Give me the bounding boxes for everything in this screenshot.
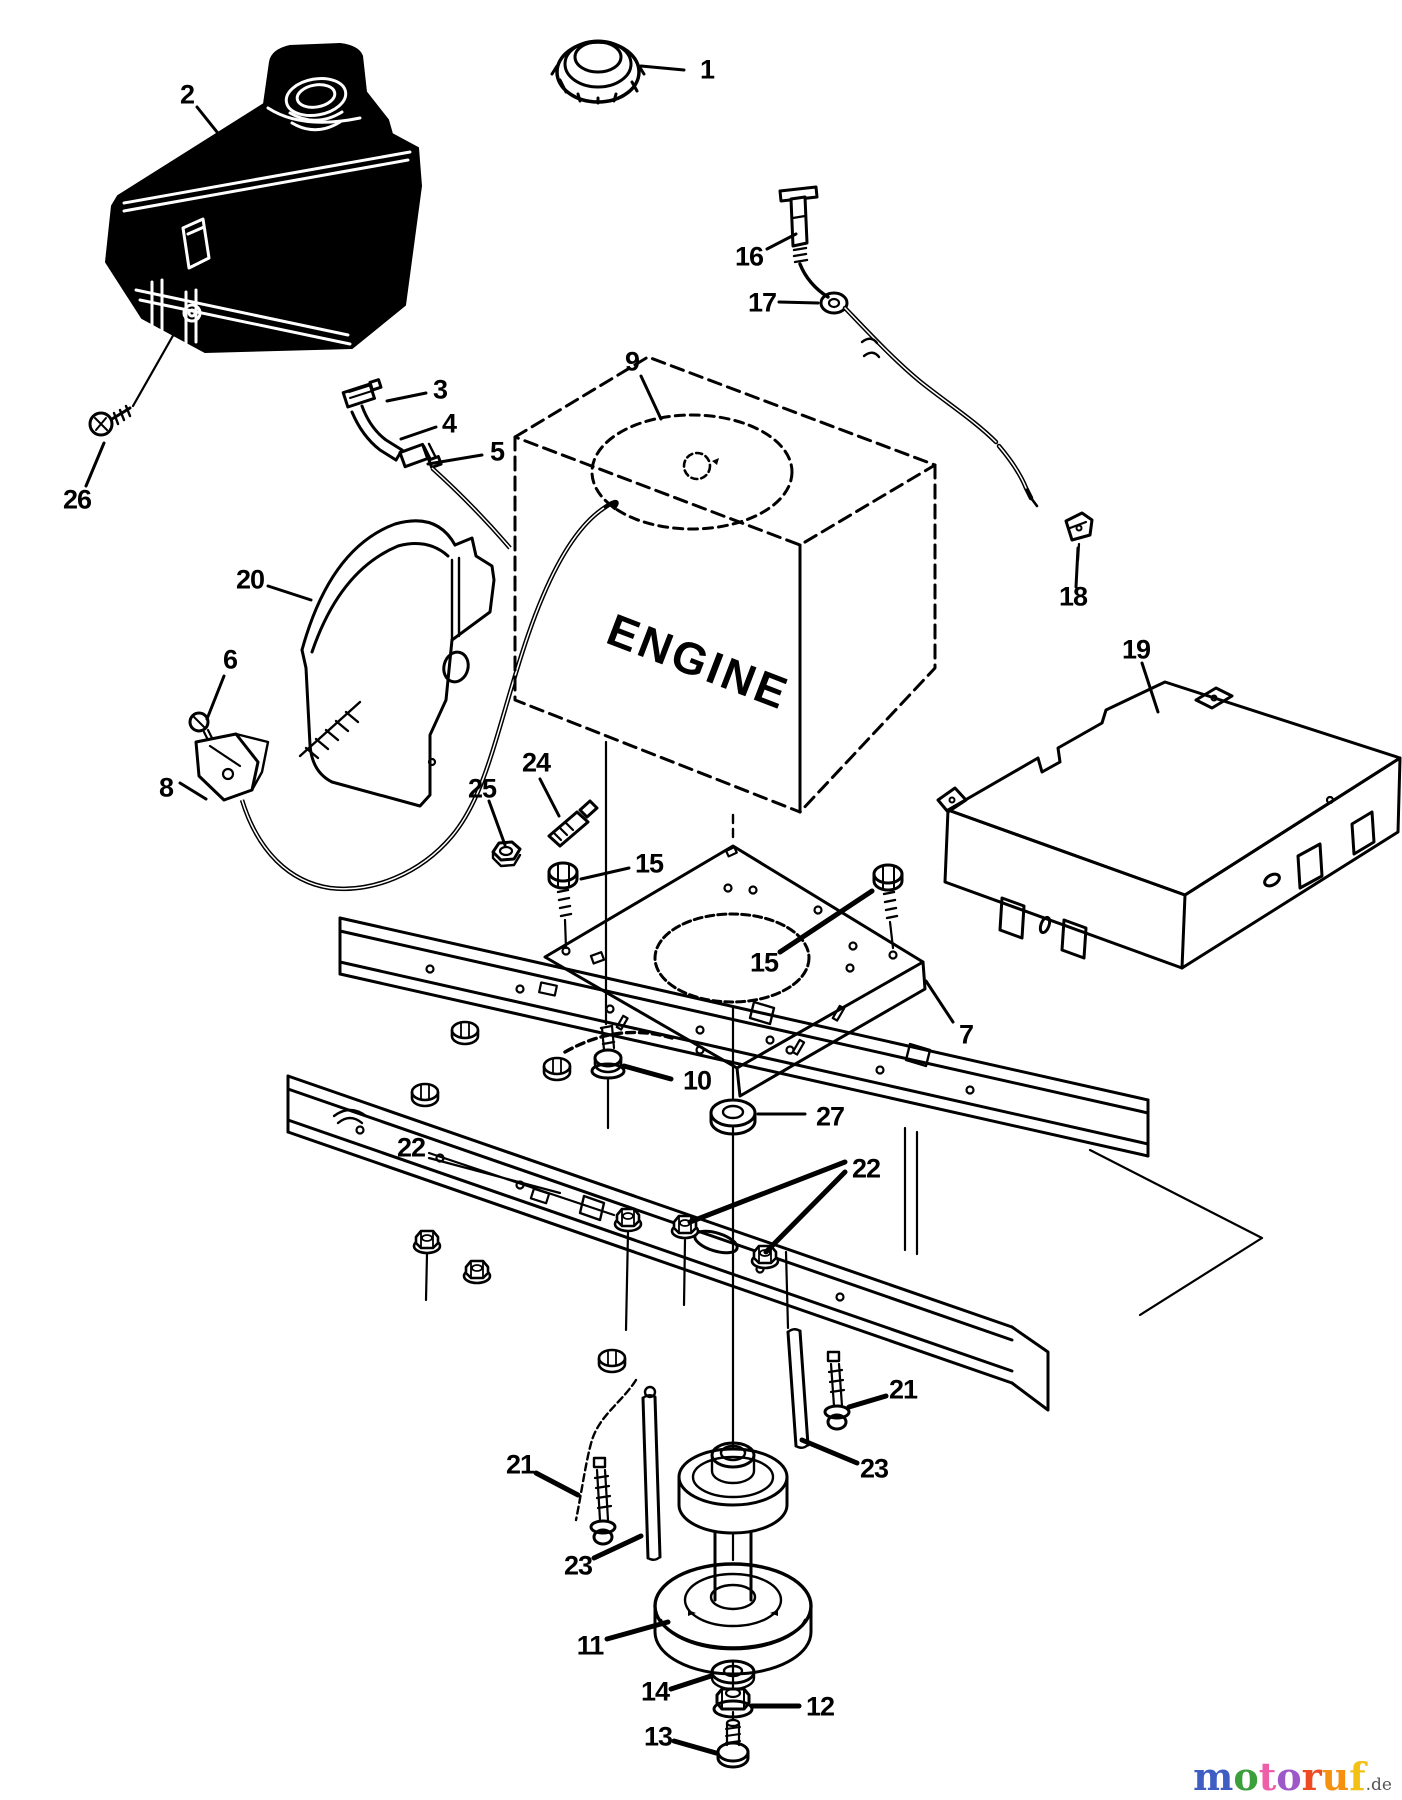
callout-4: 4 bbox=[441, 408, 457, 439]
wiring-squiggle bbox=[574, 1378, 638, 1522]
leader-26 bbox=[84, 441, 106, 488]
callout-15-left: 15 bbox=[634, 848, 664, 879]
leader-24 bbox=[538, 777, 561, 818]
throttle-cable bbox=[239, 499, 619, 892]
leader-8 bbox=[178, 781, 208, 801]
callout-20: 20 bbox=[235, 564, 265, 595]
callout-3: 3 bbox=[432, 374, 448, 405]
callout-17: 17 bbox=[747, 287, 777, 318]
leader-18 bbox=[1074, 546, 1080, 589]
leader-22l bbox=[427, 1151, 616, 1217]
callout-18: 18 bbox=[1058, 581, 1088, 612]
tank-screw bbox=[88, 316, 185, 437]
watermark-word: motoruf bbox=[1193, 1754, 1366, 1799]
engine-box: ENGINE bbox=[513, 355, 937, 844]
callout-22-left: 22 bbox=[396, 1132, 426, 1163]
leader-10 bbox=[621, 1063, 674, 1082]
leader-11 bbox=[604, 1619, 671, 1642]
callout-11: 11 bbox=[576, 1630, 605, 1661]
mounting-plate bbox=[543, 844, 927, 1098]
callout-27: 27 bbox=[815, 1101, 845, 1132]
watermark-logo: motoruf.de bbox=[1193, 1758, 1392, 1796]
leader-2 bbox=[195, 105, 235, 154]
leader-7 bbox=[924, 979, 955, 1024]
leader-1 bbox=[639, 64, 686, 72]
throttle-lever bbox=[188, 700, 362, 802]
mount-bolt-left bbox=[547, 861, 579, 950]
nut-25 bbox=[491, 840, 522, 868]
callout-9: 9 bbox=[624, 346, 640, 377]
bolt-21-right bbox=[823, 1350, 851, 1431]
bolt-21-left bbox=[589, 1456, 617, 1546]
leader-23r bbox=[799, 1437, 860, 1466]
heat-shield bbox=[936, 680, 1402, 970]
fuel-tank bbox=[104, 42, 423, 354]
leader-17 bbox=[777, 300, 820, 305]
callout-21-right: 21 bbox=[888, 1374, 918, 1405]
pulley-stack bbox=[653, 1441, 813, 1769]
leader-25 bbox=[487, 799, 507, 847]
callout-5: 5 bbox=[489, 436, 505, 467]
callout-10: 10 bbox=[682, 1065, 712, 1096]
leader-13 bbox=[671, 1738, 719, 1756]
callout-13: 13 bbox=[643, 1721, 673, 1752]
leader-19 bbox=[1140, 661, 1160, 714]
watermark-suffix: .de bbox=[1365, 1775, 1392, 1795]
frame bbox=[286, 740, 1264, 1450]
callout-24: 24 bbox=[521, 747, 551, 778]
callout-23-left: 23 bbox=[563, 1550, 593, 1581]
leader-9 bbox=[639, 374, 663, 421]
control-cable bbox=[778, 185, 1039, 508]
callout-21-left: 21 bbox=[505, 1449, 535, 1480]
leader-5 bbox=[426, 453, 484, 466]
leader-20 bbox=[266, 584, 313, 602]
fuel-line bbox=[430, 466, 512, 550]
callout-6: 6 bbox=[222, 644, 238, 675]
callout-12: 12 bbox=[805, 1691, 835, 1722]
engine-text: ENGINE bbox=[600, 604, 796, 720]
leader-4 bbox=[399, 425, 438, 441]
callout-22-right: 22 bbox=[851, 1153, 881, 1184]
leader-16 bbox=[765, 232, 798, 251]
leader-14 bbox=[668, 1673, 714, 1692]
leader-15a bbox=[579, 866, 631, 881]
callout-16: 16 bbox=[734, 241, 764, 272]
leader-6 bbox=[205, 674, 226, 721]
callout-7: 7 bbox=[958, 1019, 974, 1050]
callout-15-right: 15 bbox=[749, 947, 779, 978]
bolt-24 bbox=[547, 799, 599, 848]
fuel-cap bbox=[550, 39, 646, 105]
leader-21l bbox=[533, 1470, 581, 1498]
leader-22r bbox=[687, 1159, 848, 1255]
callout-23-right: 23 bbox=[859, 1453, 889, 1484]
leader-21r bbox=[846, 1393, 889, 1410]
callout-14: 14 bbox=[640, 1676, 670, 1707]
callout-26: 26 bbox=[62, 484, 92, 515]
callout-25: 25 bbox=[467, 773, 497, 804]
callout-2: 2 bbox=[179, 79, 195, 110]
leader-lines bbox=[84, 64, 1160, 1756]
spacer-tube-23-left bbox=[641, 1385, 662, 1561]
callout-1: 1 bbox=[699, 54, 715, 85]
callout-8: 8 bbox=[158, 772, 174, 803]
fuel-elbow bbox=[341, 378, 443, 469]
spacer-tube-23-right bbox=[784, 1250, 810, 1449]
leader-23l bbox=[591, 1533, 644, 1561]
callout-19: 19 bbox=[1121, 634, 1151, 665]
baffle-shield bbox=[300, 519, 496, 808]
leader-3 bbox=[385, 391, 428, 403]
flange-nuts-22 bbox=[410, 1020, 780, 1374]
leader-15b bbox=[777, 888, 875, 955]
